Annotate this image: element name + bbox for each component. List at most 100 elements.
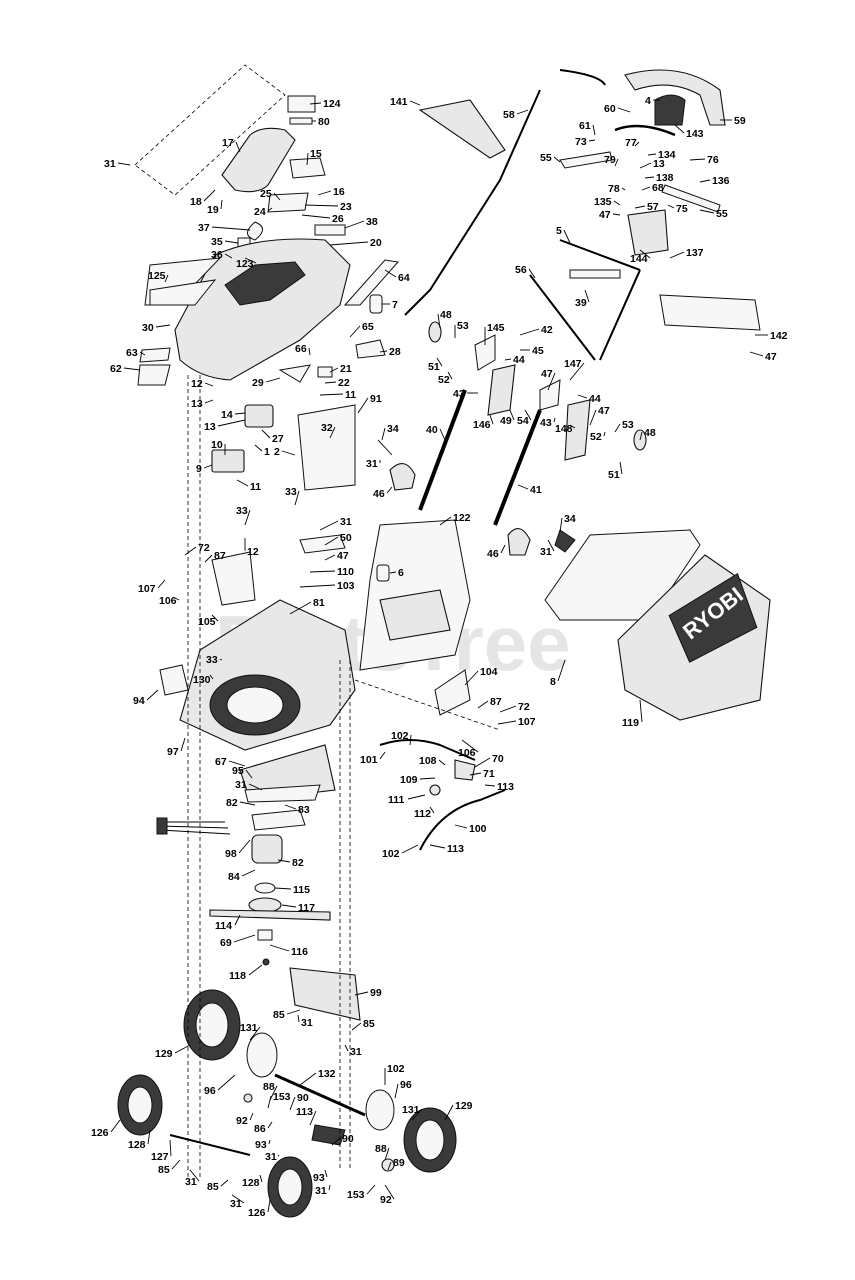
rear-flap — [289, 967, 361, 1021]
part-number-label: 33 — [236, 505, 248, 517]
part-number-label: 21 — [340, 363, 352, 375]
part-number-label: 31 — [235, 779, 247, 791]
part-number-label: 42 — [541, 324, 553, 336]
part-number-label: 107 — [518, 716, 536, 728]
leader-line — [123, 367, 141, 371]
part-number-label: 45 — [532, 345, 544, 357]
leader-line — [577, 394, 588, 399]
leader-lines — [110, 99, 768, 1213]
part-number-label: 106 — [458, 747, 476, 759]
part-number-label: 116 — [291, 946, 308, 958]
leader-line — [267, 1199, 271, 1213]
leader-line — [477, 700, 489, 709]
part-number-label: 63 — [126, 347, 138, 359]
part-number-label: 137 — [686, 247, 704, 259]
leader-line — [261, 429, 271, 439]
leader-line — [349, 325, 361, 338]
leader-line — [244, 257, 257, 264]
leader-line — [244, 509, 251, 526]
part-number-label: 51 — [608, 469, 620, 481]
leader-line — [304, 204, 339, 207]
handle-assembly — [404, 69, 761, 361]
leader-line — [387, 1161, 392, 1171]
leader-line — [749, 351, 764, 357]
part-number-label: 102 — [391, 730, 409, 742]
leader-line — [589, 409, 597, 426]
leader-line — [309, 570, 336, 573]
part-number-label: 85 — [363, 1018, 375, 1030]
part-number-label: 26 — [332, 213, 344, 225]
leader-line — [614, 158, 619, 167]
leader-line — [329, 426, 336, 439]
part-number-label: 141 — [390, 96, 408, 108]
part-number-label: 10 — [211, 439, 223, 451]
leader-line — [588, 139, 596, 142]
part-number-label: 80 — [318, 116, 330, 128]
part-number-label: 144 — [630, 253, 648, 265]
part-number-label: 113 — [296, 1106, 313, 1118]
part-number-label: 118 — [229, 970, 246, 982]
leader-line — [699, 179, 711, 183]
leader-line — [429, 844, 446, 849]
leader-line — [281, 904, 297, 908]
leader-line — [614, 423, 621, 433]
leader-line — [117, 162, 131, 166]
leader-line — [436, 357, 443, 367]
part-number-label: 87 — [490, 696, 502, 708]
leader-line — [569, 362, 585, 381]
part-number-label: 43 — [453, 388, 465, 400]
leader-line — [407, 794, 426, 800]
leader-line — [281, 450, 296, 456]
leader-line — [617, 107, 631, 113]
leader-line — [286, 1009, 301, 1015]
leader-line — [389, 571, 397, 574]
part-number-label: 76 — [707, 154, 719, 166]
leader-line — [647, 153, 657, 156]
part-number-label: 113 — [497, 781, 514, 793]
part-number-label: 29 — [252, 377, 264, 389]
part-number-label: 122 — [453, 512, 471, 524]
part-number-label: 53 — [457, 320, 469, 332]
part-number-label: 59 — [734, 115, 746, 127]
part-number-label: 125 — [148, 270, 166, 282]
part-number-label: 12 — [191, 378, 203, 390]
leader-line — [619, 461, 623, 475]
switch-box-parts — [211, 404, 416, 491]
part-number-label: 91 — [370, 393, 382, 405]
part-number-label: 47 — [337, 550, 349, 562]
part-number-label: 142 — [770, 330, 788, 342]
leader-line — [155, 324, 171, 328]
part-number-label: 11 — [345, 389, 356, 401]
part-number-label: 62 — [110, 363, 122, 375]
leader-line — [504, 358, 512, 361]
part-number-label: 35 — [211, 236, 223, 248]
part-number-label: 4 — [645, 95, 651, 107]
leader-line — [324, 381, 337, 384]
part-number-label: 82 — [226, 797, 238, 809]
leader-line — [384, 1184, 395, 1200]
leader-line — [547, 539, 555, 552]
part-number-label: 7 — [392, 299, 398, 311]
leader-line — [634, 141, 640, 147]
leader-line — [344, 1044, 349, 1052]
leader-line — [209, 674, 214, 680]
leader-line — [324, 1169, 328, 1178]
leader-line — [174, 597, 180, 601]
part-number-label: 132 — [318, 1068, 336, 1080]
part-number-label: 31 — [315, 1185, 327, 1197]
leader-line — [267, 207, 273, 212]
leader-line — [174, 1044, 191, 1054]
part-number-label: 88 — [263, 1081, 275, 1093]
leader-line — [366, 1184, 376, 1195]
leader-line — [489, 414, 494, 425]
leader-line — [299, 584, 336, 588]
leader-line — [220, 1179, 229, 1187]
leader-line — [528, 268, 536, 279]
mower-deck — [159, 534, 471, 751]
leader-line — [563, 229, 571, 244]
leader-line — [454, 824, 468, 829]
leader-line — [267, 1121, 273, 1129]
grass-bag: RYOBI — [544, 529, 771, 721]
